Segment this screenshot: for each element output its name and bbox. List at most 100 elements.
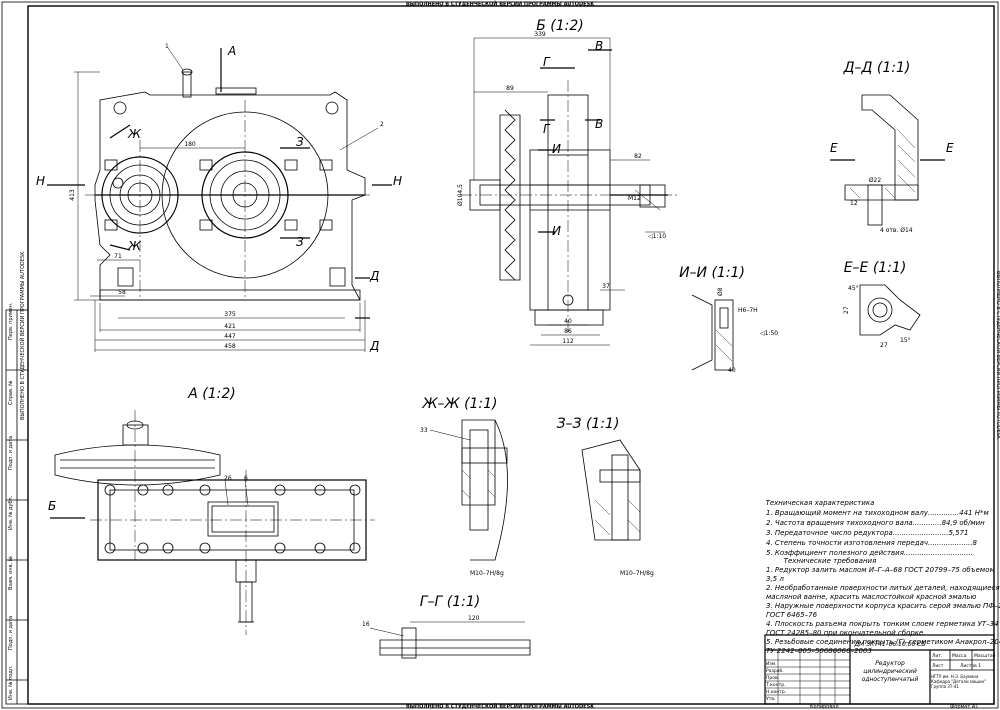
strip-text: Перв. примен. xyxy=(8,302,14,340)
dim-27: 27 xyxy=(843,306,850,314)
section-i2: И xyxy=(552,224,561,238)
view-ii-title: И–И (1:1) xyxy=(679,265,745,281)
note-holes: 4 отв. Ø14 xyxy=(880,227,913,234)
section-i: И xyxy=(552,142,561,156)
fit-zz: M10–7H/8g xyxy=(620,570,654,577)
req-line: ТУ 2242–005–50686066–2003 xyxy=(766,647,872,655)
stamp-row: Утв. xyxy=(766,696,775,702)
tech-line: 4. Степень точности изготовления передач… xyxy=(766,539,978,547)
view-ee: Е–Е (1:1) 27 27 45° 15° xyxy=(843,260,921,349)
dim-37: 37 xyxy=(602,283,610,290)
view-ee-title: Е–Е (1:1) xyxy=(844,260,907,276)
tech-line: 3. Передаточное число редуктора.........… xyxy=(766,529,968,537)
req-line: 3,5 л xyxy=(766,575,784,583)
fit-h6: H6–7H xyxy=(738,307,758,314)
strip-text: Инв. № подл. xyxy=(8,665,14,700)
section-n-left: Н xyxy=(36,174,45,188)
watermark-top: ВЫПОЛНЕНО В СТУДЕНЧЕСКОЙ ВЕРСИИ ПРОГРАММ… xyxy=(406,0,595,8)
strip-text: Справ. № xyxy=(8,380,14,405)
stamp-row: Разраб. xyxy=(766,668,784,674)
stamp-mass: Масса xyxy=(952,653,967,659)
dim-86: 86 xyxy=(564,328,572,335)
stamp-row: Т.контр. xyxy=(765,682,786,688)
dim-339: 339 xyxy=(534,31,546,38)
section-g: Г xyxy=(543,55,551,69)
arrow-b-label: Б xyxy=(48,499,56,513)
dim-22: Ø22 xyxy=(869,177,882,184)
copied-label: Копировал xyxy=(810,704,839,710)
dim-180: 180 xyxy=(184,141,196,148)
stamp-sheet: Лист xyxy=(932,663,944,669)
dim-82: 82 xyxy=(634,153,642,160)
stamp-row: Пров. xyxy=(766,675,779,681)
bolt-row xyxy=(104,484,361,554)
section-e2: Е xyxy=(946,141,954,155)
dim-slope: ◁1:10 xyxy=(648,233,666,240)
section-g2: Г xyxy=(543,122,551,136)
dim-120: 120 xyxy=(468,615,480,622)
drawing-name: Редуктор цилиндрический одноступенчатый xyxy=(861,660,919,683)
watermark-bottom: ВЫПОЛНЕНО В СТУДЕНЧЕСКОЙ ВЕРСИИ ПРОГРАММ… xyxy=(406,702,595,710)
left-strip: Перв. примен. Справ. № Подп. и дата Инв.… xyxy=(5,251,29,705)
section-z-bottom: З xyxy=(296,235,304,249)
stamp-row: Н.контр. xyxy=(766,689,786,695)
stamp-row: Изм. xyxy=(766,661,777,667)
stamp-lit: Лит. xyxy=(932,653,942,659)
req-line: 4. Плоскость разъема покрыть тонким слое… xyxy=(766,620,999,628)
dim-447: 447 xyxy=(224,333,236,340)
dim-40: 40 xyxy=(728,367,736,374)
dim-458: 458 xyxy=(224,343,236,350)
leader-1: 1 xyxy=(165,43,169,50)
view-dd-title: Д–Д (1:1) xyxy=(843,60,911,76)
req-title: Технические требования xyxy=(784,557,877,565)
req-line: 2. Необработанные поверхности литых дета… xyxy=(766,584,1000,592)
watermark-right: ВЫПОЛНЕНО В СТУДЕНЧЕСКОЙ ВЕРСИИ ПРОГРАММ… xyxy=(995,271,1000,440)
section-d-bottom: Д xyxy=(369,339,379,353)
strip-text: Инв. № дубл. xyxy=(8,495,14,530)
view-gg: Г–Г (1:1) 120 16 xyxy=(362,594,531,659)
req-line: масляной ванне, красить маслостойкой кра… xyxy=(766,593,977,601)
section-z-top: З xyxy=(296,135,304,149)
dim-375: 375 xyxy=(224,311,236,318)
req-line: 3. Наружные поверхности корпуса красить … xyxy=(766,602,1000,610)
view-b: Б (1:2) xyxy=(457,18,680,346)
tech-line: 1. Вращающий момент на тихоходном валу..… xyxy=(766,509,989,517)
stamp-scale: Масштаб xyxy=(974,653,996,659)
arrow-a-label: А xyxy=(227,44,236,58)
leader-33: 33 xyxy=(420,427,428,434)
view-gg-title: Г–Г (1:1) xyxy=(420,594,481,610)
leader-26: 26 xyxy=(224,475,232,482)
angle-45: 45° xyxy=(848,285,859,292)
dim-58: 58 xyxy=(118,289,126,296)
section-zh-top: Ж xyxy=(127,127,142,141)
section-v: В xyxy=(595,39,603,53)
tech-line: 5. Коэффициент полезного действия.......… xyxy=(766,549,973,557)
req-line: 5. Резьбовые соединения покрыть (Г)–герм… xyxy=(766,638,1000,646)
leader-6: 6 xyxy=(244,475,248,482)
watermark-left: ВЫПОЛНЕНО В СТУДЕНЧЕСКОЙ ВЕРСИИ ПРОГРАММ… xyxy=(19,251,26,420)
dim-112: 112 xyxy=(562,338,574,345)
req-line: ГОСТ 6465–76 xyxy=(766,611,818,619)
view-zz: З–З (1:1) M10–7H/8g xyxy=(557,416,654,577)
fit-zhzh: M10–7H/8g xyxy=(470,570,504,577)
view-zhzh: Ж–Ж (1:1) 33 M10–7H/8g xyxy=(420,396,508,577)
tech-title: Техническая характеристика xyxy=(766,499,875,507)
main-view: 413 180 71 58 375 421 447 458 А Н Н Ж Ж … xyxy=(36,43,402,353)
req-line: ГОСТ 24285–80 при окончательной сборке xyxy=(766,629,923,637)
dim-dia: Ø104,5 xyxy=(457,184,464,206)
view-dd: Д–Д (1:1) Е Е Ø22 12 4 отв. Ø14 xyxy=(830,60,954,234)
dim-d8: Ø8 xyxy=(717,287,724,296)
title-block: Изм. Разраб. Пров. Т.контр. Н.контр. Утв… xyxy=(764,634,996,705)
view-a-title: А (1:2) xyxy=(187,386,235,402)
stamp-sheets: Листов 1 xyxy=(960,663,981,669)
dim-71: 71 xyxy=(114,253,122,260)
dim-27b: 27 xyxy=(880,342,888,349)
strip-text: Взам. инв. № xyxy=(8,555,14,590)
leader-2: 2 xyxy=(380,121,384,128)
dim-m12: M12 xyxy=(628,195,641,202)
dim-413: 413 xyxy=(69,189,76,201)
section-zh-bottom: Ж xyxy=(127,239,142,253)
format-label: Формат А1 xyxy=(950,704,978,710)
